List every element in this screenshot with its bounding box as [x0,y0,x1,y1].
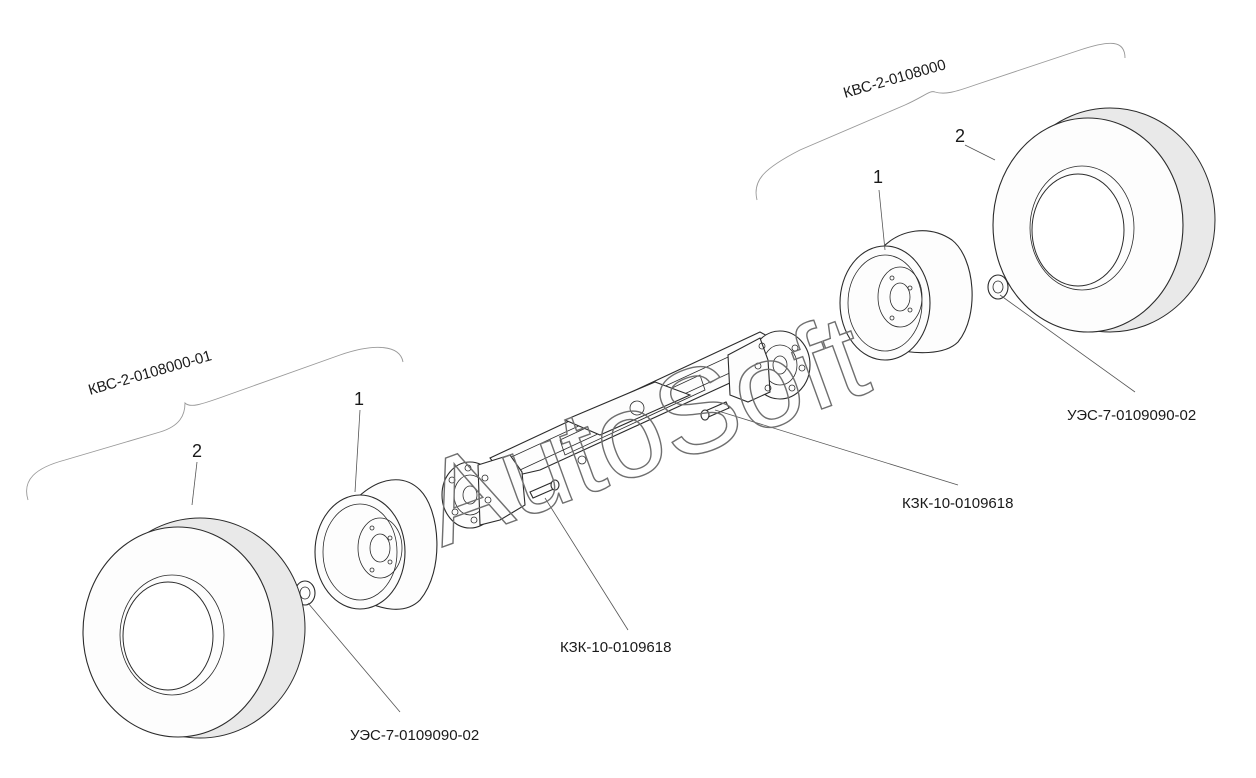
leader-rim-right [878,189,886,251]
leader-nut-left [307,602,401,713]
label-tire-number-right: 2 [955,126,965,146]
right-rim [839,230,973,361]
label-assembly-left: КВС-2-0108000-01 [86,347,213,398]
brace-right-assembly [755,42,1126,201]
label-tire-number-left: 2 [192,441,202,461]
label-rim-number-right: 1 [873,167,883,187]
leader-bolt-left [544,497,629,631]
label-nut-left: УЭС-7-0109090-02 [350,727,479,744]
label-rim-number-left: 1 [354,389,364,409]
label-assembly-right: КВС-2-0108000 [841,56,947,102]
label-nut-right: УЭС-7-0109090-02 [1067,407,1196,424]
leader-bolt-right [714,409,959,486]
right-tire [992,107,1216,333]
left-bolt [529,479,560,499]
leader-tire-left [191,461,198,506]
label-bolt-right: КЗК-10-0109618 [902,495,1013,512]
right-hub [727,330,811,403]
right-nut [987,274,1009,300]
label-bolt-left: КЗК-10-0109618 [560,639,671,656]
leader-nut-right [999,294,1136,393]
left-rim [314,479,438,610]
axle-beam [489,331,781,479]
brace-left-assembly [26,346,404,501]
left-hub [441,454,526,529]
leader-tire-right [964,144,996,161]
leader-rim-left [354,409,361,493]
watermark: AutoSoft [405,288,883,571]
left-tire [82,517,306,739]
